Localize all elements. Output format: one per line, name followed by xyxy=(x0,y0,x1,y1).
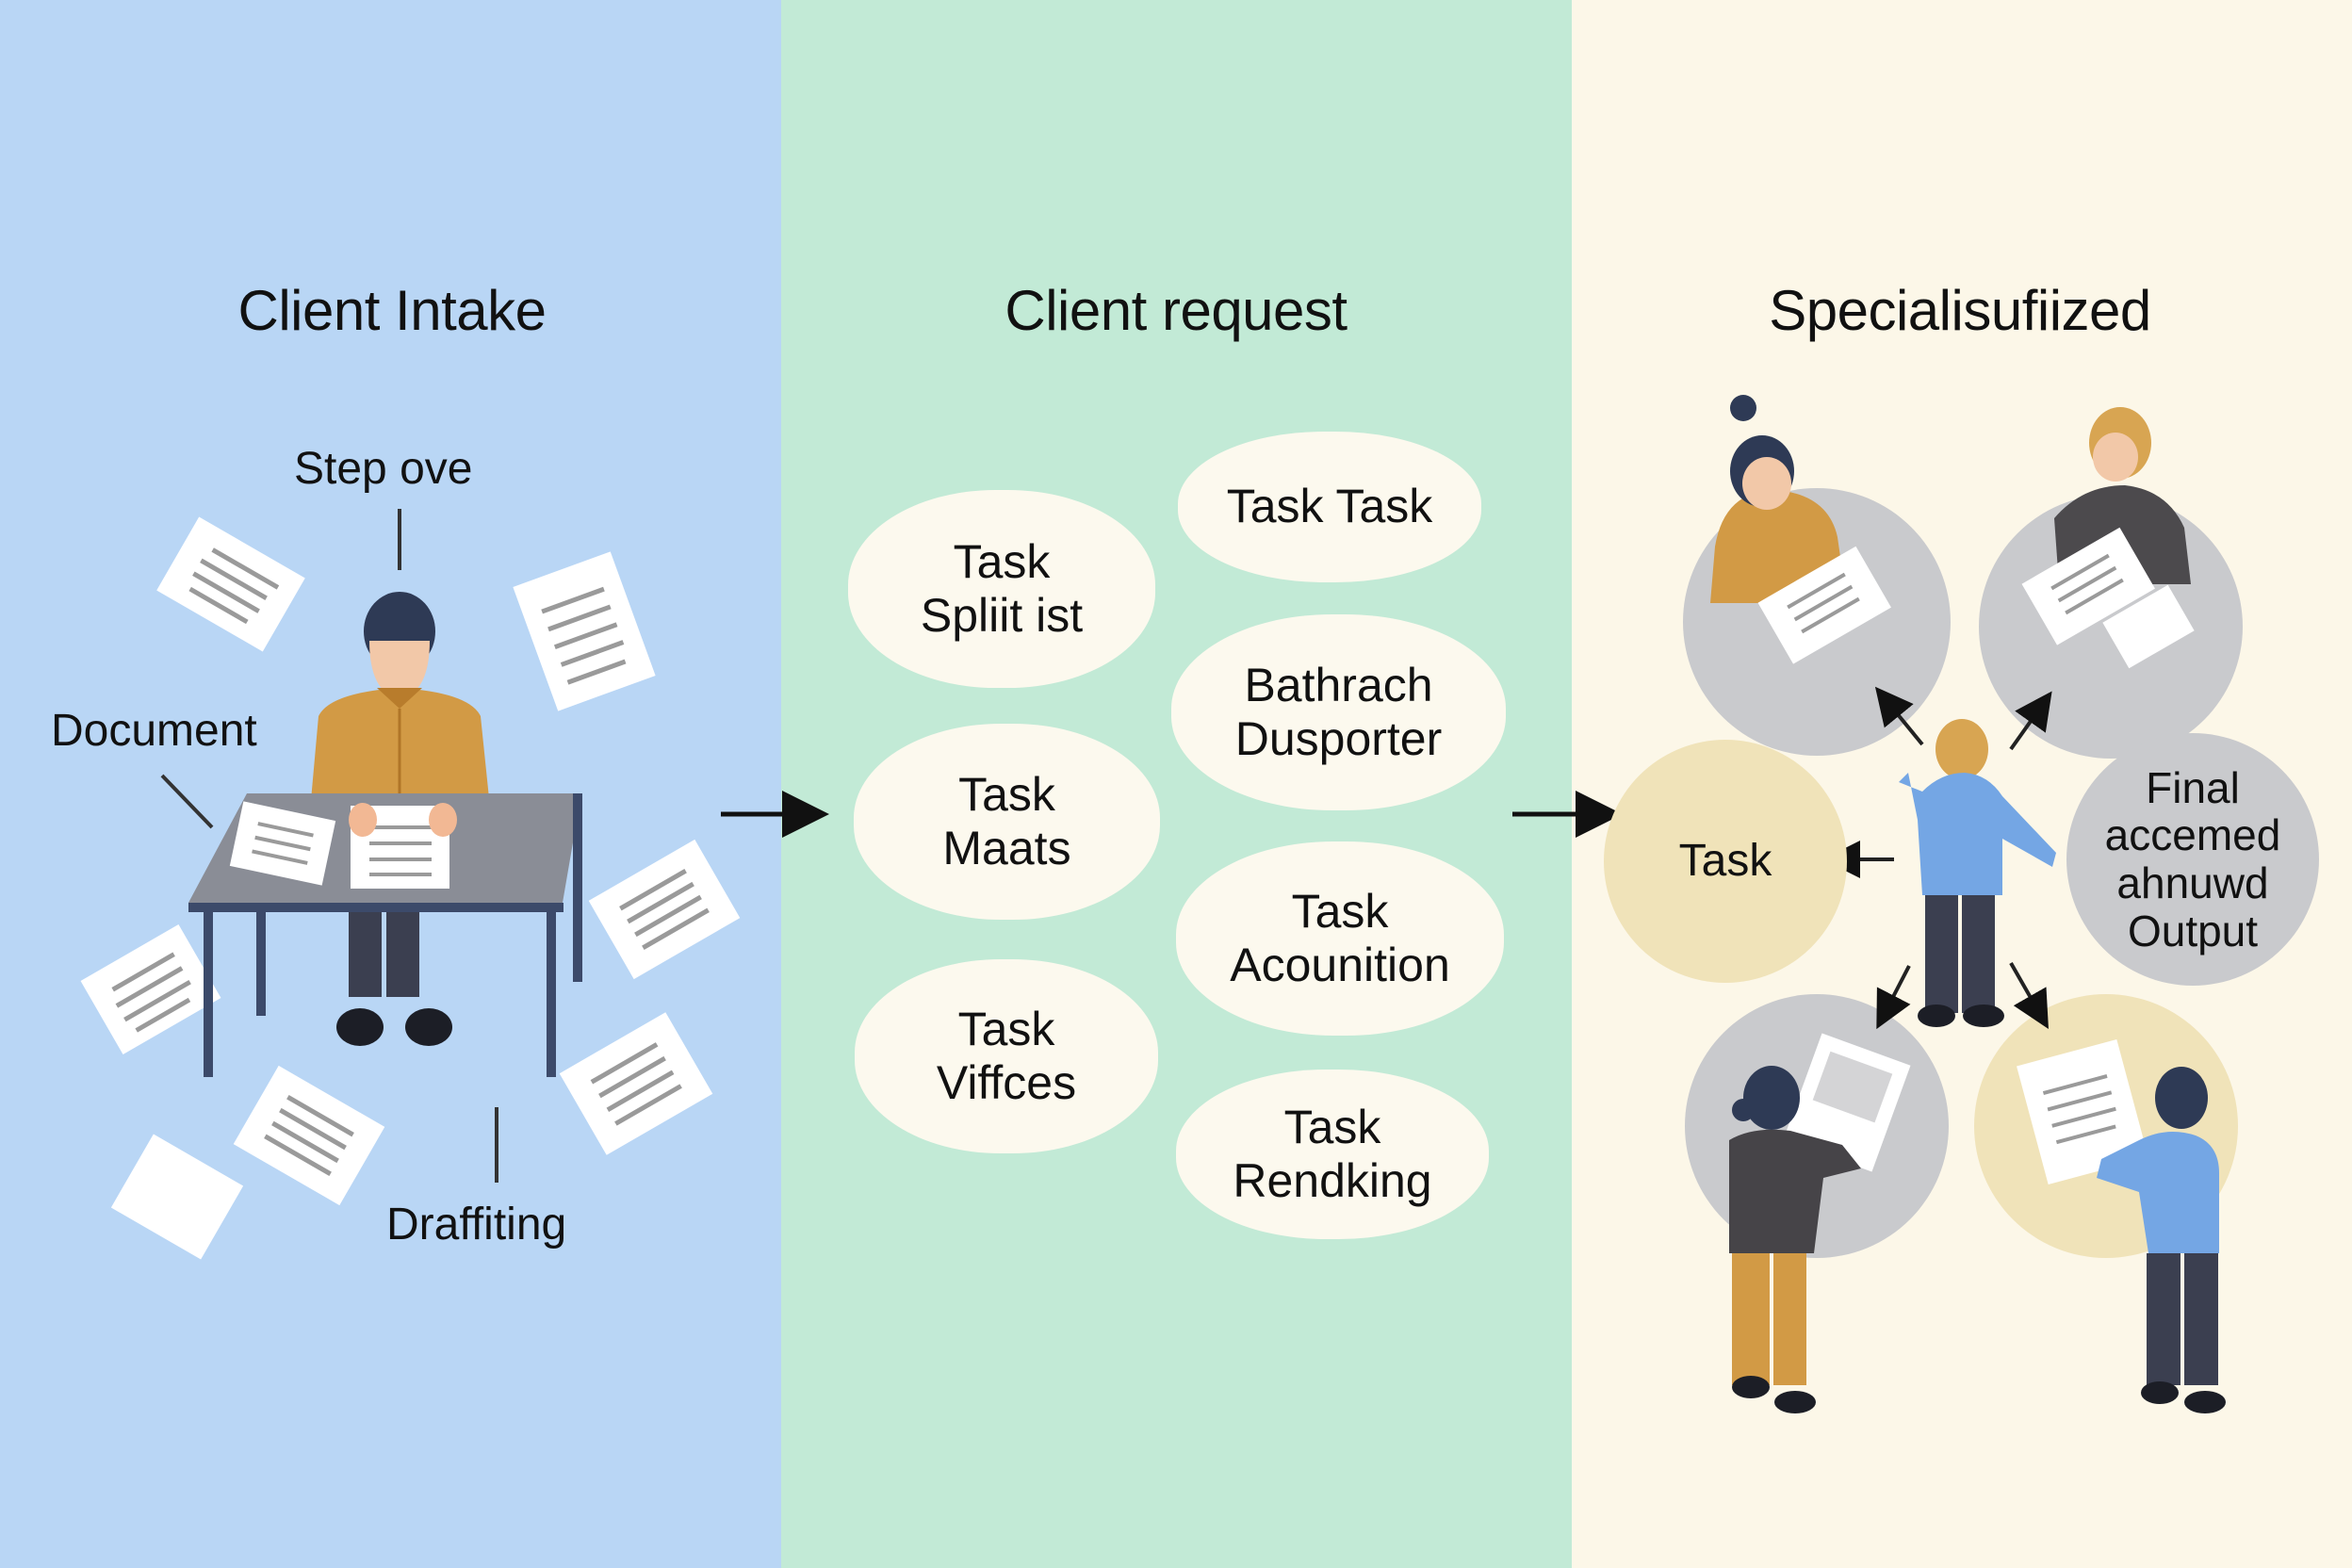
specialized-title: Specialisufiized xyxy=(1769,279,2151,342)
paper-icon xyxy=(559,1012,713,1155)
paper-icon xyxy=(233,1065,385,1206)
specialist-reviewer-right xyxy=(2017,1038,2226,1413)
specialist-reviewer-left xyxy=(1729,1033,1911,1413)
leader-line-document xyxy=(160,774,214,829)
specialist-table-top-left xyxy=(1683,395,1951,756)
task-circle: Task xyxy=(1604,740,1847,983)
coordinator-person xyxy=(1899,719,2056,1027)
label-drafting: Draffiting xyxy=(386,1200,567,1250)
label-document: Document xyxy=(51,706,257,756)
task-pill: Task Task xyxy=(1178,432,1481,582)
paper-icon xyxy=(80,924,221,1054)
desk-papers xyxy=(229,801,457,889)
arrow-up-right-icon xyxy=(2009,691,2052,751)
final-output-circle: Final accemed ahnuwd Output xyxy=(2066,733,2319,986)
intake-worker-legs xyxy=(336,912,452,1046)
arrow-up-left-icon xyxy=(1874,686,1924,746)
paper-icon xyxy=(588,839,741,980)
arrow-down-left-icon xyxy=(1876,965,1911,1030)
client-request-title: Client request xyxy=(1004,279,1348,342)
label-step: Step ove xyxy=(294,444,473,494)
paper-icon xyxy=(513,551,656,711)
specialist-table-top-right xyxy=(1979,407,2243,759)
paper-icon xyxy=(110,1134,244,1260)
arrow-down-right-icon xyxy=(2009,962,2049,1029)
client-intake-title: Client Intake xyxy=(237,279,547,342)
paper-icon xyxy=(156,516,305,652)
